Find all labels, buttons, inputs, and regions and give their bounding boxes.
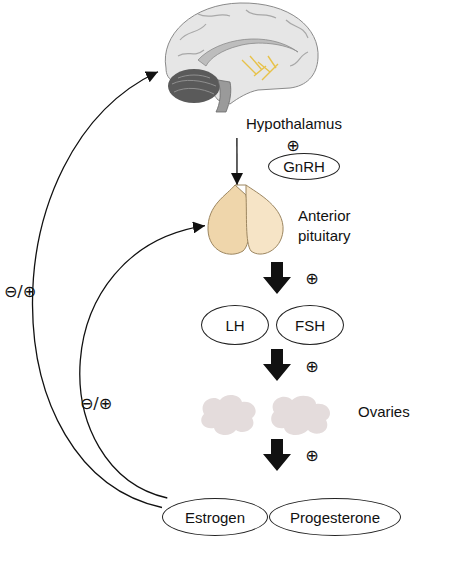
node-label: Hypothalamus [246,114,350,134]
feedback-arrow [80,226,205,498]
hormone-ellipse: FSH [276,305,344,345]
thick-arrow [263,262,291,294]
sign-label: ⊕ [305,447,318,465]
node-label: LH [225,317,244,334]
edge-label: ⊖/⊕ [80,395,112,413]
hormone-ellipse: LH [201,305,269,345]
brain-art [158,0,323,115]
sign-label: ⊕ [305,358,318,376]
node-label: GnRH [283,158,325,175]
brain-illustration: Hypothalamus [158,0,350,138]
pituitary-illustration: Anterior pituitary [205,185,380,259]
node-label: FSH [295,317,325,334]
node-label: Estrogen [185,509,245,526]
ovaries-illustration: Ovaries [198,392,418,436]
sign-label: ⊕ [305,270,318,288]
hormone-ellipse: GnRH [268,153,340,180]
edge-label: ⊖/⊕ [4,283,36,301]
hormone-ellipse: Progesterone [269,498,401,536]
ova-art [198,392,338,438]
node-label: Ovaries [358,402,418,422]
feedback-arrow [32,72,162,508]
thick-arrow [263,349,291,381]
node-label: Progesterone [290,509,380,526]
stimulus-arrow [236,138,237,185]
thick-arrow [263,439,291,471]
pit-art [205,185,287,259]
node-label: Anterior pituitary [298,206,380,246]
sign-label: ⊕ [286,137,299,155]
hormone-ellipse: Estrogen [162,498,268,536]
